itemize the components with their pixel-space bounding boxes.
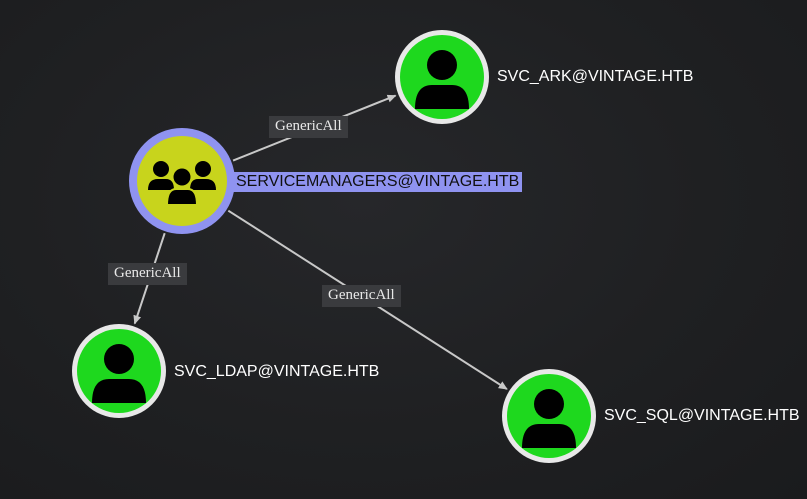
edge-label-svc-sql[interactable]: GenericAll	[322, 285, 401, 307]
node-label-servicemanagers[interactable]: SERVICEMANAGERS@VINTAGE.HTB	[233, 172, 523, 192]
node-label-svc-ark[interactable]: SVC_ARK@VINTAGE.HTB	[497, 68, 694, 85]
user-icon	[92, 344, 146, 403]
user-icon	[415, 50, 469, 109]
user-icon	[522, 389, 576, 448]
node-svc-ark[interactable]	[395, 30, 489, 124]
users-group-icon	[148, 161, 216, 206]
node-svc-ldap[interactable]	[72, 324, 166, 418]
edge-label-svc-ark[interactable]: GenericAll	[269, 116, 348, 138]
node-label-svc-ldap[interactable]: SVC_LDAP@VINTAGE.HTB	[174, 363, 380, 380]
node-label-svc-sql[interactable]: SVC_SQL@VINTAGE.HTB	[604, 407, 800, 424]
node-svc-sql[interactable]	[502, 369, 596, 463]
node-servicemanagers[interactable]	[129, 128, 235, 234]
edge-label-svc-ldap[interactable]: GenericAll	[108, 263, 187, 285]
